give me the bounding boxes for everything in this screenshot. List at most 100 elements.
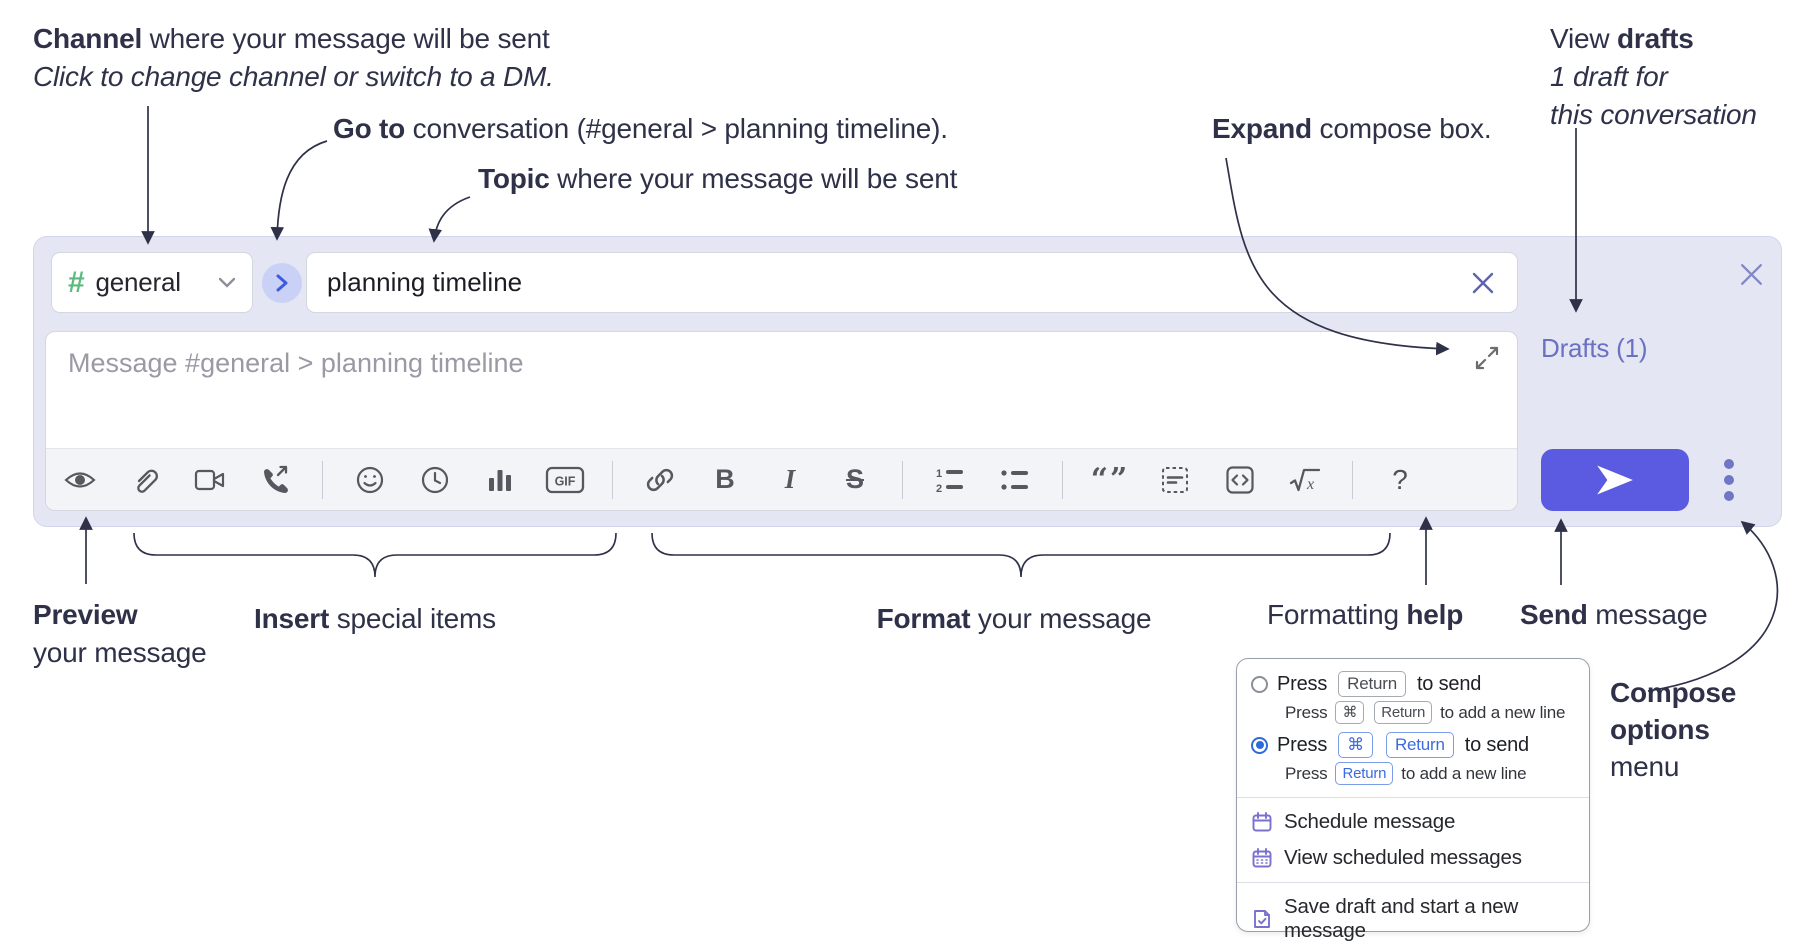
message-box: GIF B I bbox=[45, 331, 1518, 511]
code-button[interactable] bbox=[1222, 460, 1258, 500]
phone-call-icon bbox=[260, 465, 290, 495]
chevron-right-icon bbox=[274, 274, 290, 292]
spoiler-button[interactable] bbox=[1157, 460, 1193, 500]
annotation-channel-bold: Channel bbox=[33, 23, 143, 54]
annotation-formatting-help-pre: Formatting bbox=[1267, 599, 1407, 630]
numbered-list-button[interactable]: 1 2 bbox=[932, 460, 968, 500]
annotation-view-drafts-bold: drafts bbox=[1616, 23, 1694, 54]
menu-sub-text: to add a new line bbox=[1401, 763, 1527, 783]
annotation-view-drafts-line2: 1 draft for bbox=[1550, 61, 1668, 92]
clear-topic-button[interactable] bbox=[1467, 267, 1499, 299]
annotation-preview-line2: your message bbox=[33, 637, 207, 668]
expand-compose-button[interactable] bbox=[1473, 344, 1501, 372]
annotation-formatting-help: Formatting help bbox=[1267, 596, 1463, 634]
menu-option-cmd-enter-sends-sub: Press Return to add a new line bbox=[1237, 760, 1589, 791]
italic-button[interactable]: I bbox=[772, 460, 808, 500]
annotation-compose-options-line1: Compose bbox=[1610, 677, 1737, 708]
menu-option-cmd-enter-sends[interactable]: Press ⌘ Return to send bbox=[1237, 730, 1589, 760]
send-button[interactable] bbox=[1541, 449, 1689, 511]
svg-text:GIF: GIF bbox=[555, 474, 576, 488]
gif-icon: GIF bbox=[545, 465, 585, 495]
compose-toolbar: GIF B I bbox=[46, 448, 1517, 510]
message-formatting-help-button[interactable]: ? bbox=[1382, 460, 1418, 500]
annotation-format-bold: Format bbox=[876, 603, 971, 634]
menu-option-text: to send bbox=[1464, 733, 1529, 756]
bulleted-list-button[interactable] bbox=[997, 460, 1033, 500]
expand-icon bbox=[1474, 345, 1500, 371]
bullet-list-icon bbox=[999, 466, 1031, 494]
annotation-compose-options-line3: menu bbox=[1610, 751, 1680, 782]
annotation-goto-rest: conversation (#general > planning timeli… bbox=[405, 113, 948, 144]
voice-call-button[interactable] bbox=[257, 460, 293, 500]
menu-option-enter-sends-sub: Press ⌘ Return to add a new line bbox=[1237, 699, 1589, 730]
paperclip-icon bbox=[131, 465, 159, 495]
key-return: Return bbox=[1335, 762, 1394, 785]
message-input[interactable] bbox=[66, 346, 1450, 450]
topic-input[interactable] bbox=[325, 266, 1467, 299]
annotation-view-drafts-pre: View bbox=[1550, 23, 1617, 54]
menu-item-schedule-message[interactable]: Schedule message bbox=[1237, 804, 1589, 840]
annotation-compose-options-line2: options bbox=[1610, 714, 1710, 745]
arrow-topic bbox=[428, 196, 471, 243]
radio-selected[interactable] bbox=[1251, 736, 1268, 754]
menu-item-view-scheduled-messages[interactable]: View scheduled messages bbox=[1237, 840, 1589, 876]
annotation-goto: Go to conversation (#general > planning … bbox=[333, 110, 948, 148]
annotation-channel-line2: Click to change channel or switch to a D… bbox=[33, 61, 554, 92]
menu-item-label: Save draft and start a new message bbox=[1284, 895, 1519, 942]
preview-button[interactable] bbox=[62, 460, 98, 500]
topic-input-box bbox=[306, 252, 1518, 313]
annotation-goto-bold: Go to bbox=[333, 113, 406, 144]
smiley-icon bbox=[355, 465, 385, 495]
menu-divider bbox=[1237, 882, 1589, 883]
drafts-link[interactable]: Drafts (1) bbox=[1541, 333, 1648, 363]
annotation-insert: Insert special items bbox=[235, 600, 515, 638]
menu-item-save-draft[interactable]: Save draft and start a new message bbox=[1237, 889, 1589, 944]
brace-format bbox=[651, 532, 1391, 578]
menu-option-text: Press bbox=[1277, 733, 1328, 756]
go-to-conversation-button[interactable] bbox=[262, 263, 302, 303]
annotation-compose-options: Compose options menu bbox=[1610, 674, 1736, 785]
menu-sub-text: to add a new line bbox=[1440, 702, 1566, 722]
toolbar-divider bbox=[1352, 460, 1353, 499]
annotation-topic-rest: where your message will be sent bbox=[549, 163, 958, 194]
question-mark-icon: ? bbox=[1392, 463, 1408, 495]
time-button[interactable] bbox=[417, 460, 453, 500]
annotation-channel-rest: where your message will be sent bbox=[142, 23, 550, 54]
radio-unselected[interactable] bbox=[1251, 675, 1268, 693]
math-icon: x bbox=[1288, 465, 1322, 495]
annotation-expand-rest: compose box. bbox=[1311, 113, 1492, 144]
math-button[interactable]: x bbox=[1287, 460, 1323, 500]
brace-insert bbox=[133, 532, 617, 578]
close-compose-button[interactable] bbox=[1736, 259, 1766, 289]
annotation-topic-bold: Topic bbox=[478, 163, 550, 194]
quote-button[interactable]: “” bbox=[1091, 460, 1128, 500]
annotation-insert-bold: Insert bbox=[254, 603, 330, 634]
annotation-view-drafts-line3: this conversation bbox=[1550, 99, 1757, 130]
bar-chart-icon bbox=[486, 466, 514, 494]
gif-button[interactable]: GIF bbox=[545, 460, 585, 500]
video-call-button[interactable] bbox=[192, 460, 228, 500]
channel-selector[interactable]: # general bbox=[51, 252, 253, 313]
paper-plane-icon bbox=[1594, 463, 1636, 497]
bold-button[interactable]: B bbox=[707, 460, 743, 500]
menu-sub-text: Press bbox=[1285, 702, 1328, 722]
menu-item-label: Schedule message bbox=[1284, 810, 1456, 833]
poll-button[interactable] bbox=[482, 460, 518, 500]
compose-options-button[interactable] bbox=[1706, 451, 1752, 509]
key-cmd: ⌘ bbox=[1335, 701, 1365, 724]
strikethrough-button[interactable]: S bbox=[837, 460, 873, 500]
emoji-button[interactable] bbox=[352, 460, 388, 500]
close-icon bbox=[1738, 261, 1765, 288]
video-camera-icon bbox=[194, 467, 226, 493]
svg-text:x: x bbox=[1306, 476, 1314, 493]
link-button[interactable] bbox=[642, 460, 678, 500]
menu-option-enter-sends[interactable]: Press Return to send bbox=[1237, 669, 1589, 699]
toolbar-divider bbox=[322, 460, 323, 499]
attach-file-button[interactable] bbox=[127, 460, 163, 500]
toolbar-divider bbox=[902, 460, 903, 499]
annotation-topic: Topic where your message will be sent bbox=[478, 160, 957, 198]
channel-hash-icon: # bbox=[68, 265, 85, 299]
italic-icon: I bbox=[784, 464, 796, 494]
menu-divider bbox=[1237, 797, 1589, 798]
eye-icon bbox=[63, 466, 97, 494]
